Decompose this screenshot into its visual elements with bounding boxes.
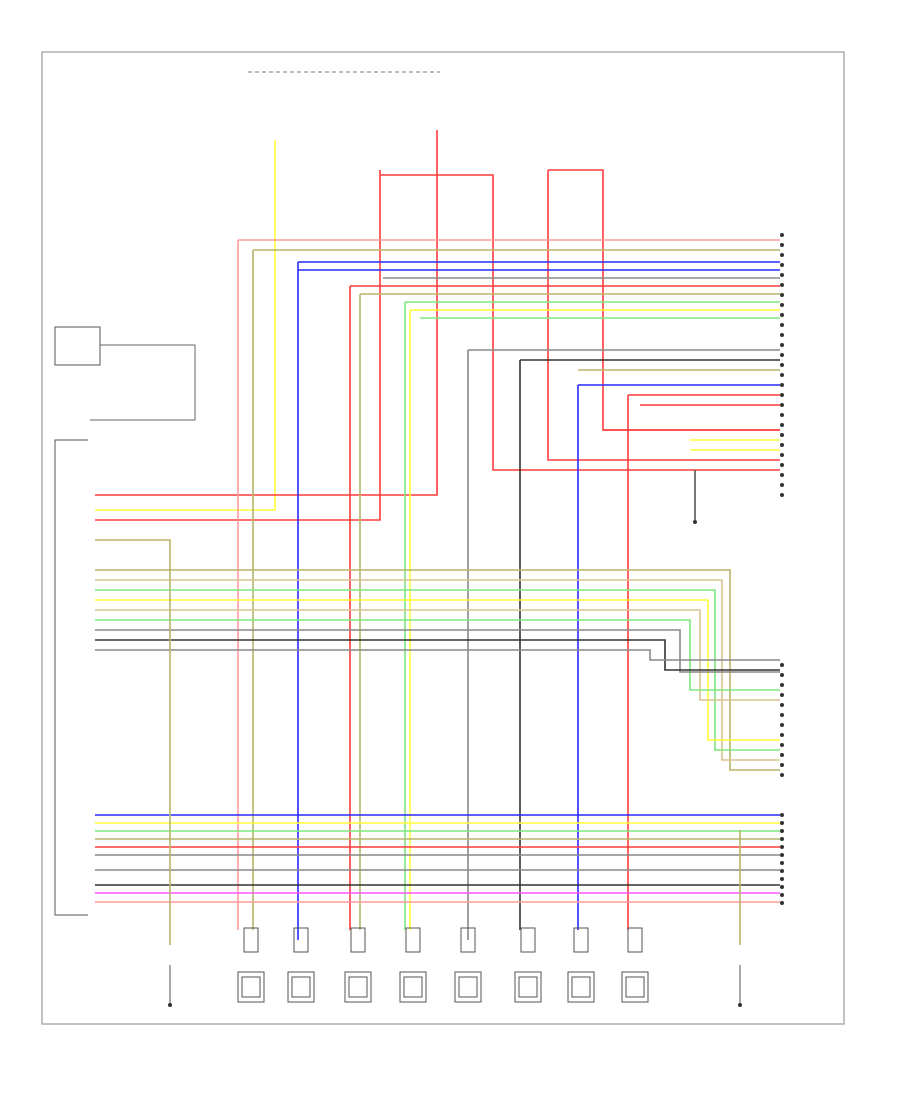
fuse-feed-wire <box>95 140 276 511</box>
speaker-inner <box>403 976 423 998</box>
connector-block <box>293 927 309 953</box>
speaker-component <box>567 971 595 1003</box>
speaker-inner <box>291 976 311 998</box>
harness-wire <box>95 619 780 691</box>
connector-block <box>520 927 536 953</box>
connector-pin <box>780 423 784 427</box>
fuse-feed-wire <box>95 130 438 521</box>
connector-pin <box>780 723 784 727</box>
connector-pin <box>780 353 784 357</box>
connector-pin <box>780 877 784 881</box>
connector-pin <box>780 885 784 889</box>
connector-pin <box>780 293 784 297</box>
connector-pin <box>780 243 784 247</box>
speaker-inner <box>518 976 538 998</box>
ground-wire <box>95 539 171 945</box>
connector-pin <box>780 323 784 327</box>
connector-pin <box>780 313 784 317</box>
connector-pin <box>780 343 784 347</box>
connector-pin <box>780 733 784 737</box>
fuse-feed-wire <box>437 174 780 471</box>
connector-pin <box>780 893 784 897</box>
connector-pin <box>780 813 784 817</box>
ground-point <box>168 1003 172 1007</box>
fuse-feed-wire <box>95 175 438 496</box>
connector-pin <box>780 273 784 277</box>
connector-block <box>350 927 366 953</box>
connector-pin <box>780 673 784 677</box>
connector-block <box>627 927 643 953</box>
connector-pin <box>780 773 784 777</box>
connector-pin <box>780 713 784 717</box>
speaker-component <box>454 971 482 1003</box>
fuse-feed-wire <box>548 169 780 431</box>
harness-wire <box>95 609 780 701</box>
harness-wire <box>95 649 780 661</box>
connector-block <box>243 927 259 953</box>
relay-box <box>54 326 101 366</box>
component-group <box>237 233 784 1003</box>
connector-pin <box>780 253 784 257</box>
ground-group <box>168 520 742 1007</box>
connector-pin <box>780 901 784 905</box>
speaker-component <box>344 971 372 1003</box>
speaker-component <box>287 971 315 1003</box>
connector-pin <box>780 333 784 337</box>
connector-block <box>573 927 589 953</box>
fuse-feed-wire <box>547 170 780 461</box>
connector-pin <box>780 693 784 697</box>
connector-pin <box>780 413 784 417</box>
connector-pin <box>780 473 784 477</box>
connector-pin <box>780 853 784 857</box>
speaker-inner <box>241 976 261 998</box>
connector-pin <box>780 403 784 407</box>
speaker-component <box>621 971 649 1003</box>
connector-pin <box>780 829 784 833</box>
connector-block <box>405 927 421 953</box>
speaker-component <box>514 971 542 1003</box>
connector-block <box>460 927 476 953</box>
connector-pin <box>780 683 784 687</box>
speaker-inner <box>348 976 368 998</box>
connector-pin <box>780 845 784 849</box>
ground-point <box>738 1003 742 1007</box>
speaker-inner <box>458 976 478 998</box>
connector-pin <box>780 821 784 825</box>
connector-pin <box>780 363 784 367</box>
connector-pin <box>780 433 784 437</box>
connector-pin <box>780 303 784 307</box>
speaker-component <box>237 971 265 1003</box>
connector-pin <box>780 743 784 747</box>
connector-pin <box>780 861 784 865</box>
connector-pin <box>780 703 784 707</box>
speaker-inner <box>625 976 645 998</box>
ground-point <box>693 520 697 524</box>
speaker-inner <box>571 976 591 998</box>
connector-pin <box>780 233 784 237</box>
connector-pin <box>780 869 784 873</box>
harness-wire <box>95 639 780 671</box>
relay-feed-wire <box>90 344 196 421</box>
harness-wire <box>95 629 780 673</box>
wire-group <box>95 130 780 1003</box>
connector-pin <box>780 753 784 757</box>
connector-pin <box>780 763 784 767</box>
connector-pin <box>780 393 784 397</box>
connector-pin <box>780 483 784 487</box>
speaker-component <box>399 971 427 1003</box>
connector-pin <box>780 443 784 447</box>
connector-pin <box>780 837 784 841</box>
connector-pin <box>780 373 784 377</box>
connector-pin <box>780 493 784 497</box>
connector-pin <box>780 453 784 457</box>
connector-pin <box>780 463 784 467</box>
left-module-outline <box>54 439 88 916</box>
connector-pin <box>780 283 784 287</box>
connector-pin <box>780 263 784 267</box>
diagram-frame <box>41 51 845 1025</box>
connector-pin <box>780 383 784 387</box>
connector-pin <box>780 663 784 667</box>
